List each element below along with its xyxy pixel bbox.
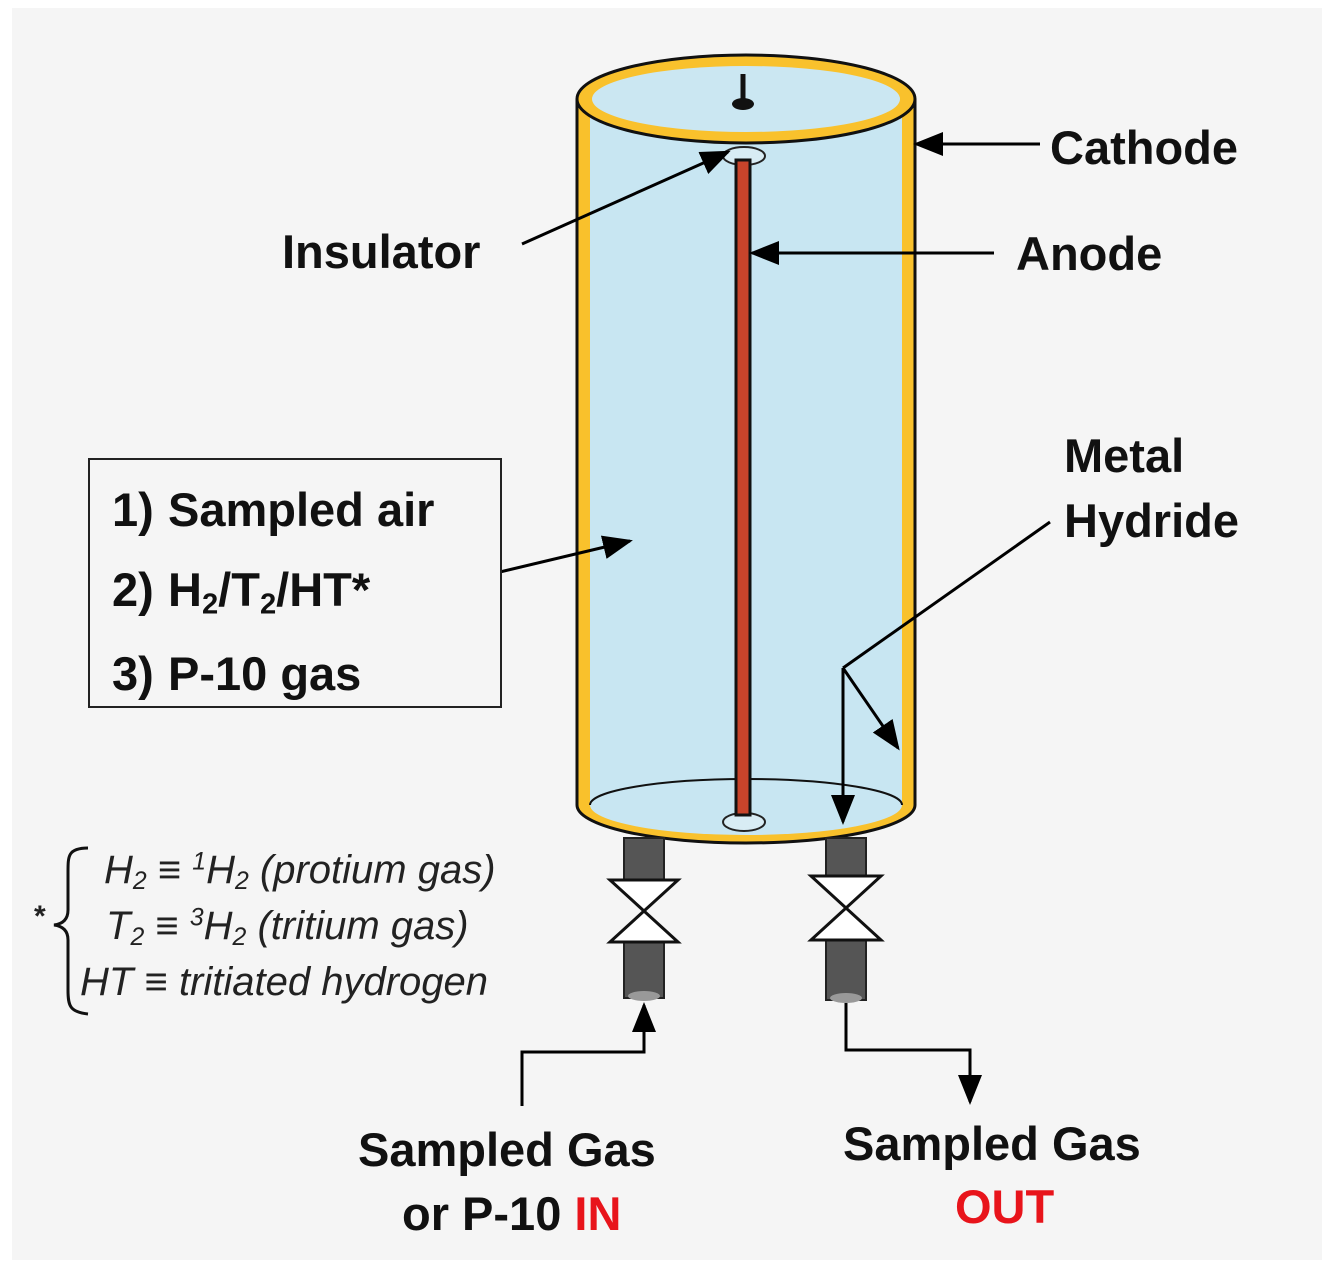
outlet-valve	[807, 874, 885, 942]
metal-hydride-label-line2: Hydride	[1064, 494, 1239, 547]
outlet-label-out: OUT	[955, 1180, 1055, 1233]
anode-label: Anode	[1016, 227, 1163, 280]
footnote-line-tritium: T2 ≡ 3H2 (tritium gas)	[106, 904, 469, 952]
fill-gas-option-3: 3)P-10 gas	[112, 647, 362, 700]
anode-terminal	[732, 74, 754, 110]
footnote-line-protium: H2 ≡ 1H2 (protium gas)	[104, 848, 496, 896]
fill-gas-option-2: 2)H2/T2/HT*	[112, 563, 371, 621]
gas-in-arrow	[520, 1002, 656, 1106]
footnote-brace	[53, 846, 89, 1016]
footnote-line-ht: HT ≡ tritiated hydrogen	[80, 960, 489, 1004]
inlet-valve	[606, 878, 682, 944]
insulator-arrow	[521, 150, 731, 246]
cathode-label: Cathode	[1050, 121, 1238, 174]
anode-wire	[734, 158, 752, 817]
metal-hydride-label-line1: Metal	[1064, 429, 1185, 482]
metal-hydride-arrows	[831, 520, 1051, 825]
inlet-label-line2: or P-10 IN	[402, 1187, 622, 1240]
gas-out-arrow	[844, 1003, 982, 1105]
outlet-label-line1: Sampled Gas	[843, 1117, 1141, 1170]
footnote-asterisk: *	[34, 900, 46, 933]
fill-gas-box: 1)Sampled air 2)H2/T2/HT* 3)P-10 gas	[88, 458, 502, 708]
inlet-label-line1: Sampled Gas	[358, 1123, 656, 1176]
fill-gas-option-1: 1)Sampled air	[112, 483, 435, 536]
outlet-pipe	[825, 837, 867, 1003]
insulator-label: Insulator	[282, 225, 481, 278]
